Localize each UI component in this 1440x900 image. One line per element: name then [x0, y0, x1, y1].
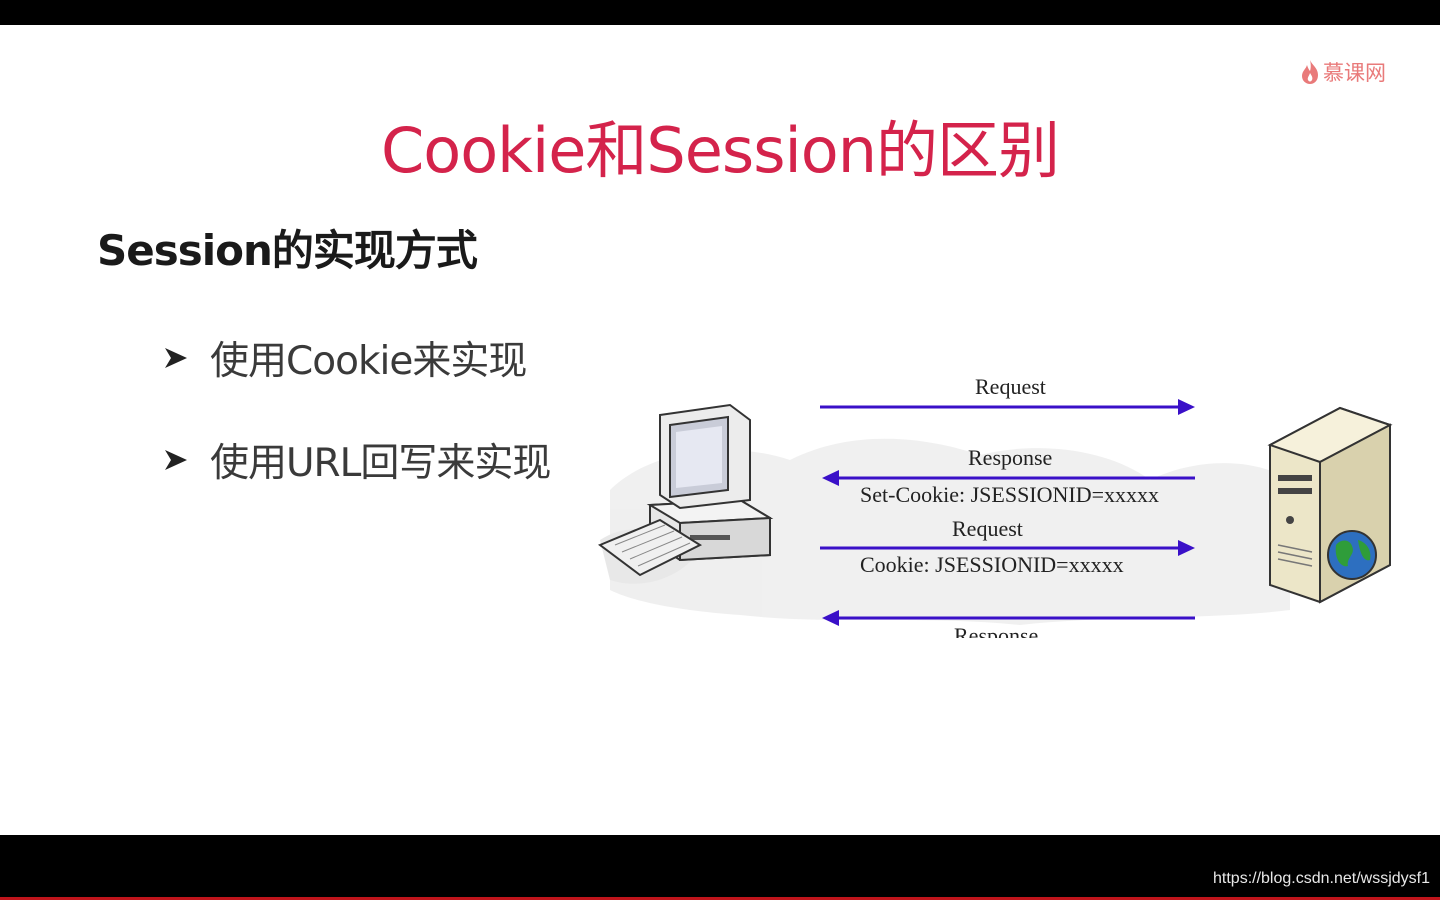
- message-detail: Set-Cookie: JSESSIONID=xxxxx: [860, 482, 1160, 507]
- clipped-label-wrapper: Response: [940, 623, 1060, 638]
- slide-subtitle: Session的实现方式: [97, 226, 478, 275]
- arrow-bullet-icon: [165, 450, 187, 470]
- server-globe-icon: [1267, 406, 1393, 604]
- flame-icon: [1302, 60, 1318, 84]
- top-black-bar: [0, 0, 1440, 25]
- bullet-item: 使用Cookie来实现: [162, 330, 527, 386]
- slide: 慕课网 Cookie和Session的区别 Session的实现方式 使用Coo…: [0, 25, 1440, 835]
- message-label: Response: [968, 445, 1053, 470]
- arrow-bullet-icon: [165, 348, 187, 368]
- message-label: Request: [975, 374, 1046, 399]
- bottom-black-bar: [0, 835, 1440, 900]
- arrow-request-2: [820, 540, 1195, 556]
- bullet-item: 使用URL回写来实现: [162, 432, 551, 488]
- arrow-response-2: [822, 610, 1195, 626]
- brand-logo: 慕课网: [1300, 57, 1386, 87]
- arrow-response-1: [822, 470, 1195, 486]
- message-label: Request: [952, 516, 1023, 541]
- message-label: Response: [954, 623, 1039, 638]
- message-detail: Cookie: JSESSIONID=xxxxx: [860, 552, 1124, 577]
- bullet-text: 使用URL回写来实现: [210, 441, 551, 486]
- cookie-session-diagram: Request Response Set-Cookie: JSESSIONID=…: [590, 340, 1440, 640]
- source-watermark: https://blog.csdn.net/wssjdysf1: [1213, 870, 1430, 887]
- slide-title: Cookie和Session的区别: [381, 114, 1060, 187]
- progress-accent-line: [0, 897, 1440, 900]
- desktop-computer-icon: [598, 403, 774, 577]
- bullet-text: 使用Cookie来实现: [210, 339, 527, 384]
- logo-text: 慕课网: [1323, 61, 1386, 85]
- arrow-request-1: [820, 399, 1195, 415]
